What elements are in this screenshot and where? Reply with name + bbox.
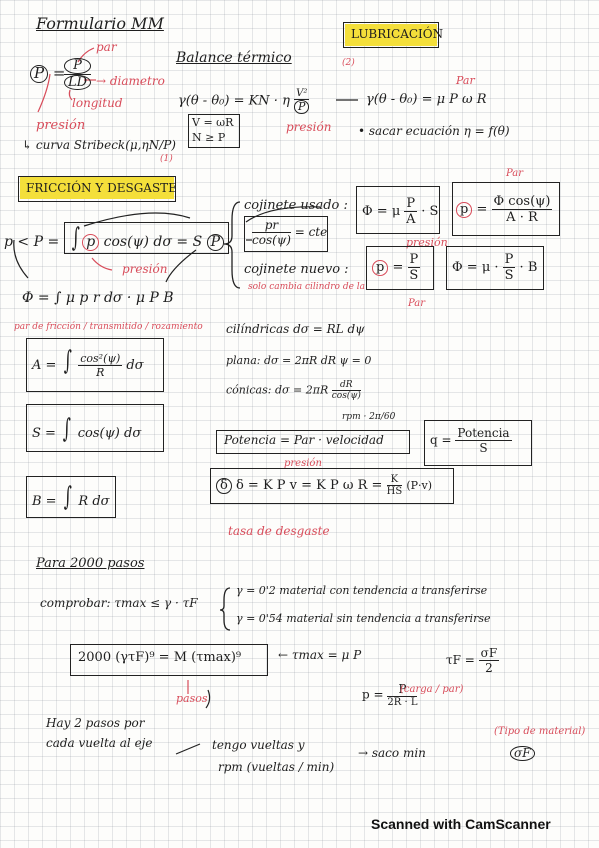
a-integral: A = ∫ cos²(ψ)R dσ (32, 346, 144, 379)
tipo-label: (Tipo de material) (494, 726, 586, 737)
phi-integral: Φ = ∫ μ p r dσ · μ P B (22, 290, 174, 306)
potencia-box (216, 430, 410, 454)
par-top: Par (506, 168, 524, 179)
saco-note: → saco min (358, 746, 426, 760)
presion-label: presión (36, 118, 86, 133)
vn-line1: V = ωR (192, 116, 234, 129)
rpm-note: rpm · 2π/60 (342, 412, 396, 422)
tengo-line1: tengo vueltas y (212, 738, 305, 752)
gamma-1: γ = 0'2 material con tendencia a transfe… (236, 584, 488, 597)
p1-eq: p = Φ cos(ψ)A · R (456, 194, 553, 225)
desgaste-box (210, 468, 454, 504)
p-circle: P (30, 65, 49, 83)
par-bottom: Par (408, 298, 426, 309)
sacar-note: • sacar ecuación η = f(θ) (358, 124, 510, 138)
pasos-heading: Para 2000 pasos (36, 556, 145, 571)
highlight-lubricacion (345, 24, 437, 46)
solo-note: solo cambia cilindro de la (248, 282, 366, 292)
page-title: Formulario MM (36, 14, 164, 33)
longitud-label: longitud (72, 96, 123, 110)
curva-tag: (1) (160, 154, 173, 164)
delta-circle: δ (216, 478, 232, 494)
plana-eq: plana: dσ = 2πR dR ψ = 0 (226, 354, 372, 367)
s-box (26, 404, 164, 452)
tasa-label: tasa de desgaste (228, 524, 330, 538)
lubricacion-heading: LUBRICACIÓN (351, 27, 444, 41)
pasos-eq: 2000 (γτF)⁹ = M (τmax)⁹ (78, 650, 242, 665)
presion-label-4: presión (406, 236, 448, 249)
par-note: par de fricción / transmitido / rozamien… (14, 322, 203, 332)
hay-line2: cada vuelta al eje (46, 736, 153, 750)
friccion-heading: FRICCIÓN Y DESGASTE (26, 181, 177, 195)
lubricacion-box (343, 22, 439, 48)
p2-box (366, 246, 434, 290)
cilindricas-eq: cilíndricas dσ = RL dψ (226, 322, 365, 336)
presion-label-5: presión (284, 458, 322, 469)
tmax-eq: ← τmax = μ P (278, 648, 362, 662)
curva-label: ↳ curva Stribeck(μ,ηN/P) (22, 138, 176, 152)
cojinete-usado: cojinete usado : (244, 198, 348, 213)
cojinete-nuevo: cojinete nuevo : (244, 262, 349, 277)
presion-label-2: presión (286, 120, 332, 134)
s-integral: S = ∫ cos(ψ) dσ (32, 414, 142, 444)
b-integral: B = ∫ R dσ (32, 482, 110, 512)
comprobar-eq: comprobar: τmax ≤ γ · τF (40, 596, 198, 610)
ld-circle: LD (64, 74, 92, 91)
p-note: (carga / par) (400, 684, 464, 695)
balance-note: (2) (342, 58, 355, 68)
sigma-f: σF (510, 746, 535, 761)
a-box (26, 338, 164, 392)
balance-eq2-par: Par (456, 74, 475, 87)
ld-symbol: P LD (64, 58, 92, 91)
presion-label-3: presión (122, 262, 168, 276)
hay-line1: Hay 2 pasos por (46, 716, 145, 730)
pasos-label: pasos (176, 692, 208, 705)
p-symbol: P = (30, 64, 65, 83)
diametro-label: → diametro (96, 74, 165, 88)
balance-eq2: γ(θ - θ₀) = μ P ω R (366, 92, 487, 107)
phi1-box (356, 186, 440, 234)
vn-line2: N ≥ P (192, 131, 226, 144)
scanner-watermark: Scanned with CamScanner (371, 816, 551, 832)
balance-heading: Balance térmico (176, 50, 292, 66)
friccion-box (18, 176, 176, 202)
highlight-friccion (20, 177, 174, 199)
gamma-2: γ = 0'54 material sin tendencia a transf… (236, 612, 491, 625)
par-label: par (96, 40, 117, 54)
potencia-eq: Potencia = Par · velocidad (224, 433, 384, 447)
pasos-eq-box (70, 644, 268, 676)
par-circle: P (64, 58, 92, 74)
phi2-box (446, 246, 544, 290)
tengo-line2: rpm (vueltas / min) (218, 760, 335, 774)
p1-box (452, 182, 560, 236)
b-box (26, 476, 116, 518)
vn-box (188, 114, 240, 148)
p-integral: p < P = ∫p cos(ψ) dσ = S P (4, 222, 230, 254)
pr-box (244, 216, 328, 252)
q-box (424, 420, 532, 466)
